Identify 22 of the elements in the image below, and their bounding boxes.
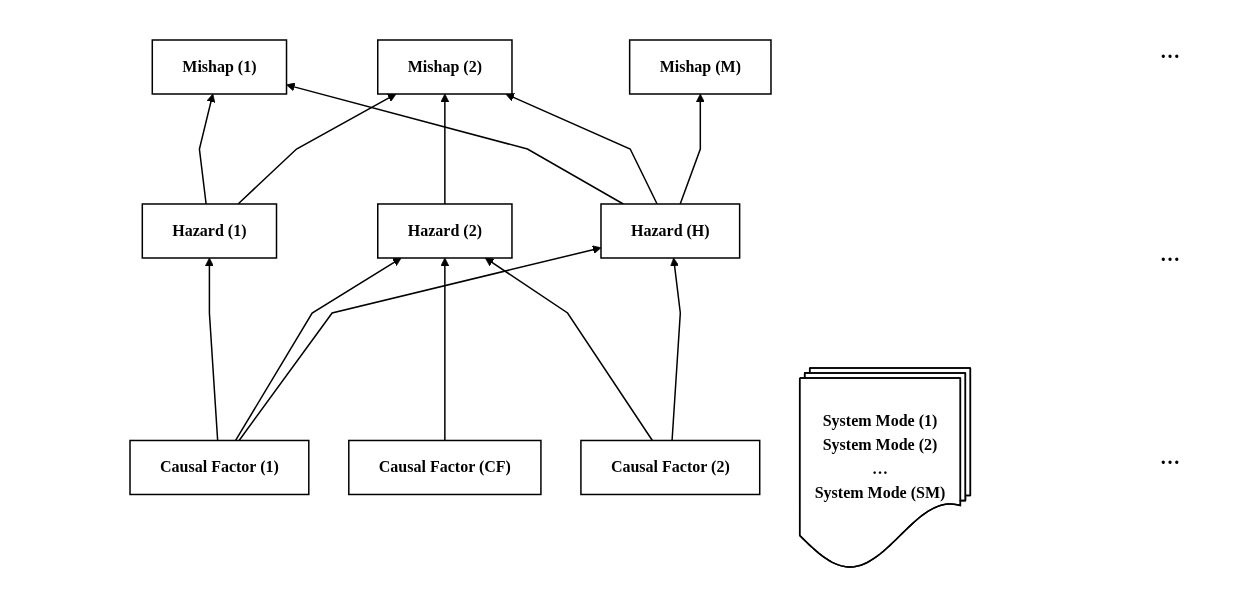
node-box: Mishap (M): [628, 39, 772, 95]
arrow: [198, 93, 215, 205]
ellipsis-text: …: [1160, 446, 1180, 469]
arrow: [505, 93, 658, 205]
arrow: [679, 93, 705, 205]
node-box: Causal Factor (CF): [347, 439, 542, 496]
node-box: Hazard (H): [600, 203, 741, 259]
ellipsis-text: …: [1160, 40, 1180, 63]
arrow: [440, 93, 450, 205]
arrow: [234, 257, 402, 442]
arrow: [440, 257, 450, 442]
node-box: Mishap (2): [376, 39, 513, 95]
arrow: [670, 257, 681, 442]
arrow: [484, 257, 653, 442]
node-box: Causal Factor (1): [129, 439, 310, 496]
arrow: [204, 257, 219, 442]
node-box: Mishap (1): [151, 39, 288, 95]
ellipsis-text: …: [1160, 243, 1180, 266]
node-box: Causal Factor (2): [580, 439, 761, 496]
node-box: Hazard (1): [141, 203, 278, 259]
arrow: [237, 93, 397, 205]
node-box: Hazard (2): [376, 203, 513, 259]
